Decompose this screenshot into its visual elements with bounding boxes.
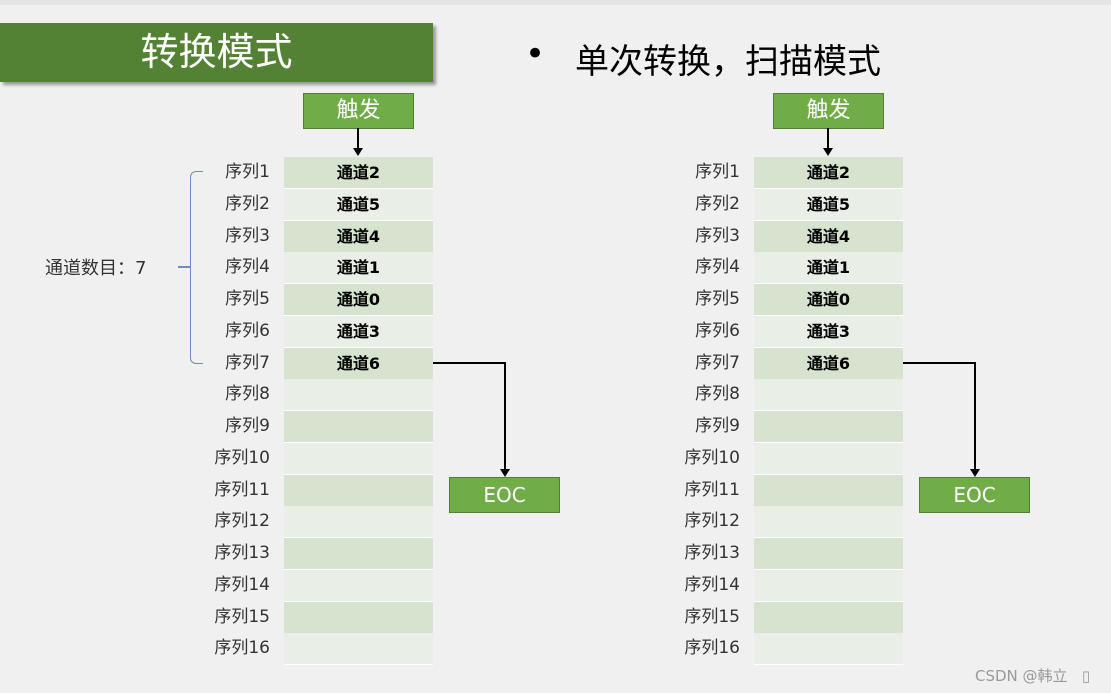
sequence-label: 序列16: [214, 638, 270, 659]
arrow-head-icon: [970, 469, 980, 477]
sequence-label: 序列6: [695, 320, 740, 341]
arrow-head-icon: [823, 148, 833, 156]
channel-cell: 通道3: [754, 315, 903, 348]
channel-cell: [284, 411, 433, 443]
eoc-line-v: [504, 362, 506, 470]
channel-cell: [754, 411, 903, 443]
arrow-trigger-line: [827, 128, 829, 148]
sequence-label: 序列4: [225, 257, 270, 278]
eoc-line-v: [974, 362, 976, 470]
channel-cell: 通道0: [284, 284, 433, 316]
arrow-head-icon: [353, 148, 363, 156]
eoc-box: EOC: [919, 477, 1030, 513]
sequence-label: 序列1: [695, 162, 740, 182]
channel-cell: [754, 538, 903, 570]
sequence-label: 序列3: [695, 225, 740, 246]
sequence-label: 序列9: [225, 416, 270, 436]
sequence-label: 序列6: [225, 320, 270, 341]
trigger-box: 触发: [303, 93, 414, 129]
sequence-label: 序列10: [684, 447, 740, 468]
diagram-left: 触发序列1 通道2 序列2 通道5 序列3 通道4 序列4 通道1 序列5 通道0 序列6 通道3 序列…: [214, 93, 560, 666]
channel-cell: 通道5: [284, 188, 433, 221]
eoc-line-h: [433, 362, 505, 364]
sequence-label: 序列4: [695, 257, 740, 278]
sequence-label: 序列8: [225, 384, 270, 405]
top-bar: [0, 0, 1111, 5]
channel-cell: 通道6: [754, 347, 903, 380]
channel-cell: [284, 379, 433, 412]
channel-cell: [754, 569, 903, 602]
arrow-head-icon: [500, 469, 510, 477]
sequence-label: 序列16: [684, 638, 740, 659]
slide-title: 转换模式: [0, 23, 433, 82]
diagram-right: 触发序列1 通道2 序列2 通道5 序列3 通道4 序列4 通道1 序列5 通道0 序列6 通道3 序列…: [470, 0, 1070, 693]
sequence-label: 序列7: [695, 352, 740, 373]
brace-icon: [190, 171, 203, 364]
sequence-label: 序列7: [225, 352, 270, 373]
channel-cell: [754, 506, 903, 539]
sequence-label: 序列10: [214, 447, 270, 468]
channel-cell: [754, 442, 903, 475]
channel-cell: [754, 633, 903, 666]
channel-cell: [284, 601, 433, 634]
channel-cell: [284, 538, 433, 570]
sequence-label: 序列15: [684, 606, 740, 627]
channel-cell: [754, 474, 903, 507]
channel-cell: 通道1: [754, 252, 903, 285]
sequence-label: 序列5: [225, 289, 270, 309]
watermark-icon: ▯: [1081, 667, 1091, 685]
sequence-label: 序列2: [695, 193, 740, 214]
sequence-label: 序列11: [214, 479, 270, 500]
sequence-label: 序列14: [214, 574, 270, 595]
channel-cell: 通道2: [754, 157, 903, 189]
channel-cell: [284, 569, 433, 602]
sequence-label: 序列12: [684, 511, 740, 532]
channel-cell: [284, 474, 433, 507]
channel-cell: 通道4: [754, 220, 903, 253]
channel-cell: 通道6: [284, 347, 433, 380]
arrow-trigger-line: [357, 128, 359, 148]
sequence-label: 序列9: [695, 416, 740, 436]
channel-cell: 通道3: [284, 315, 433, 348]
channel-count-label: 通道数目：7: [45, 258, 147, 279]
channel-cell: 通道2: [284, 157, 433, 189]
sequence-label: 序列15: [214, 606, 270, 627]
slide-subtitle: 单次转换，扫描模式: [575, 42, 881, 82]
channel-cell: [284, 633, 433, 666]
channel-cell: [284, 442, 433, 475]
channel-cell: [754, 601, 903, 634]
sequence-label: 序列5: [695, 289, 740, 309]
channel-cell: 通道1: [284, 252, 433, 285]
channel-cell: 通道5: [754, 188, 903, 221]
channel-cell: 通道4: [284, 220, 433, 253]
channel-cell: [754, 379, 903, 412]
sequence-label: 序列13: [684, 543, 740, 563]
sequence-label: 序列13: [214, 543, 270, 563]
bullet-icon: •: [525, 34, 546, 74]
eoc-box: EOC: [449, 477, 560, 513]
channel-cell: [284, 506, 433, 539]
trigger-box: 触发: [773, 93, 884, 129]
sequence-label: 序列11: [684, 479, 740, 500]
sequence-label: 序列12: [214, 511, 270, 532]
watermark: CSDN @韩立 ▯: [975, 665, 1090, 686]
eoc-line-h: [903, 362, 975, 364]
sequence-label: 序列8: [695, 384, 740, 405]
sequence-label: 序列14: [684, 574, 740, 595]
channel-cell: 通道0: [754, 284, 903, 316]
sequence-label: 序列1: [225, 162, 270, 182]
sequence-label: 序列3: [225, 225, 270, 246]
watermark-text: CSDN @韩立: [975, 667, 1068, 685]
sequence-label: 序列2: [225, 193, 270, 214]
brace-tip: [178, 266, 190, 268]
